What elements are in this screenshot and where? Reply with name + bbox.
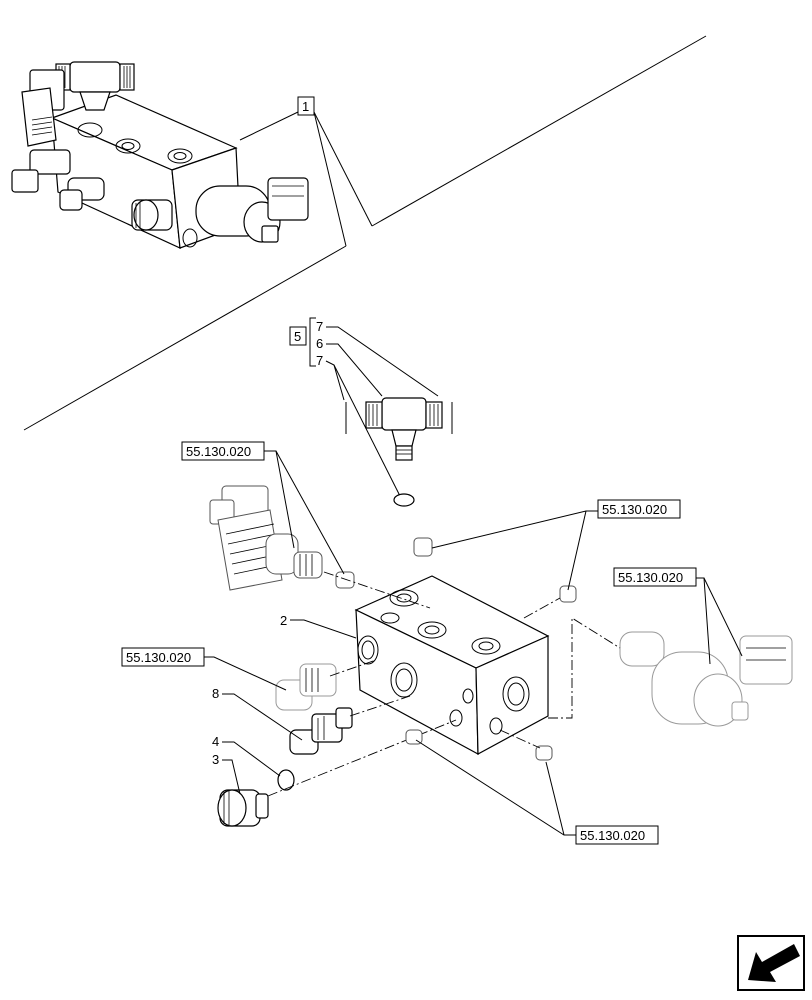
ref-upper-right: 55.130.020 (602, 502, 667, 517)
section-separator (23, 35, 707, 431)
solenoid-right (619, 631, 793, 727)
callouts: 2 8 4 3 (212, 613, 357, 795)
plug-part (217, 789, 269, 827)
callout-5-box (289, 326, 307, 346)
callout-8: 8 (212, 686, 219, 701)
ref-right: 55.130.020 (618, 570, 683, 585)
arrow-down-left-icon[interactable] (737, 935, 805, 991)
solenoid-left (209, 485, 355, 591)
callout-1: 1 (302, 99, 309, 114)
ref-left: 55.130.020 (126, 650, 191, 665)
callout-1-box (297, 96, 315, 116)
valve-block (354, 575, 550, 756)
ref-upper-left: 55.130.020 (186, 444, 251, 459)
small-plug-bottom-left (405, 729, 423, 745)
reference-labels: 55.130.020 55.130.020 55.130.020 55.130.… (121, 441, 743, 845)
callout-3: 3 (212, 752, 219, 767)
small-plug-top (413, 537, 433, 557)
fitting-part (345, 397, 453, 461)
small-plug-bottom-right (535, 745, 553, 761)
cartridge-part (289, 707, 353, 755)
seal-part (277, 769, 295, 791)
callout-6: 6 (316, 336, 323, 351)
fitting-kit-group: 5 7 6 7 (289, 317, 453, 507)
small-plug-right (559, 585, 577, 603)
callout-7-top: 7 (316, 319, 323, 334)
callout-7-bottom: 7 (316, 353, 323, 368)
cartridge-ghost-left (275, 663, 337, 711)
ref-bottom: 55.130.020 (580, 828, 645, 843)
callout-4: 4 (212, 734, 219, 749)
callout-5: 5 (294, 329, 301, 344)
o-ring-part (393, 493, 415, 507)
callout-2: 2 (280, 613, 287, 628)
assembled-valve-overview: 1 (11, 61, 373, 249)
